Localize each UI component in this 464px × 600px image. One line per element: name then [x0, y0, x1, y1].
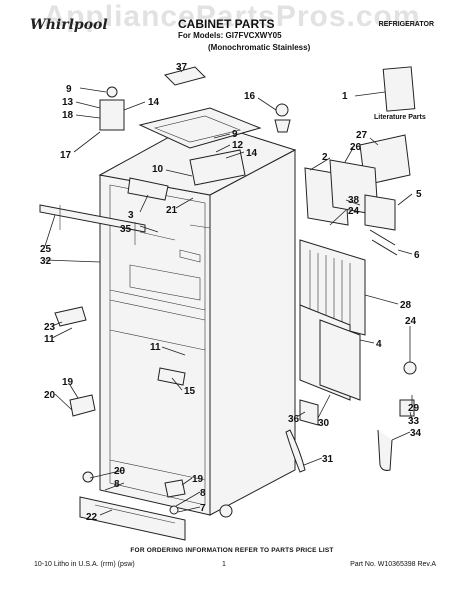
callout-number: 14 — [148, 97, 160, 108]
callout-number: 8 — [200, 488, 206, 499]
callout-number: 7 — [200, 503, 206, 514]
callout-number: 12 — [232, 140, 244, 151]
callout-number: 10 — [152, 164, 164, 175]
callout-number: 9 — [66, 84, 72, 95]
callout-number: 32 — [40, 256, 52, 267]
cabinet-body — [98, 119, 297, 516]
callout-number: 25 — [40, 244, 52, 255]
callout-number: 11 — [150, 342, 161, 353]
top-components — [99, 66, 291, 201]
callout-number: 33 — [408, 416, 420, 427]
callout-number: 22 — [86, 512, 98, 523]
callout-number: 31 — [322, 454, 334, 465]
ordering-note: FOR ORDERING INFORMATION REFER TO PARTS … — [130, 547, 334, 554]
callout-number: 9 — [232, 129, 238, 140]
brand-logo: Whirlpool — [30, 17, 108, 33]
callout-number: 27 — [356, 130, 368, 141]
callout-number: 38 — [348, 195, 360, 206]
callout-number: 35 — [120, 224, 132, 235]
callout-number: 6 — [414, 250, 420, 261]
callout-number: 13 — [62, 97, 74, 108]
callout-number: 20 — [44, 390, 56, 401]
callout-number: 17 — [60, 150, 72, 161]
callout-number: 19 — [192, 474, 204, 485]
part-number: Part No. W10365398 Rev.A — [350, 561, 436, 568]
callout-number: 8 — [114, 479, 120, 490]
callout-number: 23 — [44, 322, 56, 333]
callout-number: 14 — [246, 148, 258, 159]
callout-number: 28 — [400, 300, 412, 311]
callout-number: 20 — [114, 466, 126, 477]
callout-number: 1 — [342, 91, 348, 102]
category-label: REFRIGERATOR — [378, 21, 434, 28]
callout-number: 18 — [62, 110, 74, 121]
side-components — [285, 66, 417, 473]
callout-number: 11 — [44, 334, 55, 345]
callout-number: 16 — [244, 91, 256, 102]
vent-grille — [309, 250, 351, 330]
callout-number: 2 — [322, 152, 328, 163]
front-rails — [39, 204, 211, 245]
callout-number: 34 — [410, 428, 422, 439]
litho-info: 10-10 Litho in U.S.A. (rrm) (psw) — [34, 561, 135, 568]
callout-number: 29 — [408, 403, 420, 414]
models-line: For Models: GI7FVCXWY05 — [178, 31, 282, 40]
callout-number: 30 — [318, 418, 330, 429]
callout-number: 3 — [128, 210, 134, 221]
callout-number: 37 — [176, 62, 188, 73]
callout-number: 5 — [416, 189, 422, 200]
callout-number: 15 — [184, 386, 196, 397]
callout-number: 26 — [350, 142, 362, 153]
callout-number: 24 — [405, 316, 417, 327]
watermark-text: AppliancePartsPros.com — [43, 0, 421, 33]
callout-number: 21 — [166, 205, 178, 216]
page-number: 1 — [222, 561, 226, 568]
leader-lines — [44, 67, 413, 516]
callout-number: 36 — [288, 414, 300, 425]
finish-line: (Monochromatic Stainless) — [208, 43, 311, 52]
literature-label: Literature Parts — [374, 114, 426, 121]
callout-number: 4 — [376, 339, 382, 350]
page-title: CABINET PARTS — [178, 17, 275, 31]
callout-number: 19 — [62, 377, 74, 388]
bottom-components — [54, 306, 233, 541]
callout-number: 24 — [348, 206, 360, 217]
